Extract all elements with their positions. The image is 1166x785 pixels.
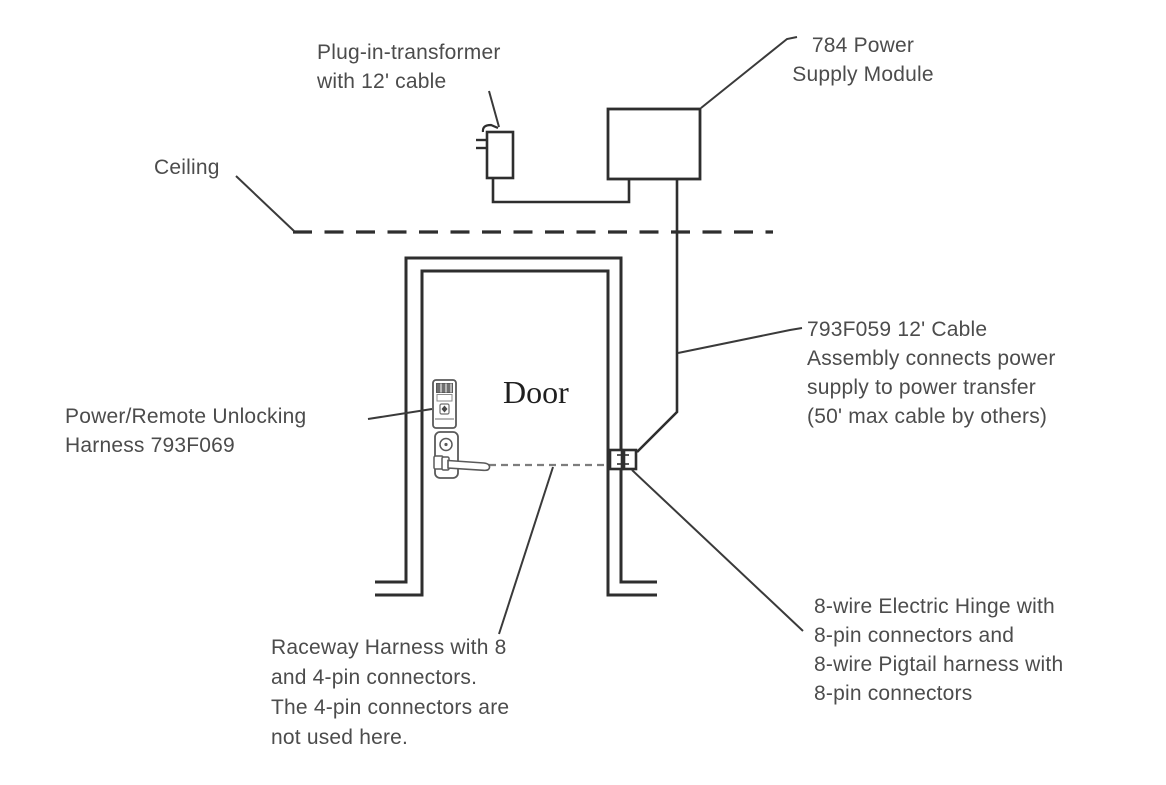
power-supply-module-shape [606,107,702,181]
reader-keypad-shape [432,379,457,429]
transformer-label: Plug-in-transformer with 12' cable [317,41,501,93]
door-frame-outer [375,256,657,584]
transformer-cable [491,178,631,204]
leader-transformer [488,90,500,128]
leader-electric-hinge [631,469,804,632]
ceiling-label: Ceiling [154,156,220,179]
lock-lever-shape [433,431,491,479]
leader-power-supply [700,36,798,109]
leader-raceway [498,466,554,635]
plug-in-transformer-shape [485,130,515,180]
electric-hinge-label: 8-wire Electric Hinge with 8-pin connect… [814,595,1064,705]
leader-unlocking-harness [367,408,433,420]
unlocking-harness-label: Power/Remote Unlocking Harness 793F069 [65,405,307,457]
leader-cable-assembly [677,327,803,354]
cable-assembly-label: 793F059 12' Cable Assembly connects powe… [807,318,1056,428]
door-label: Door [503,374,569,410]
door-frame-inner [375,269,657,597]
hinge-connector-left [608,448,624,471]
hinge-connector-right [622,448,638,471]
raceway-harness-label: Raceway Harness with 8 and 4-pin connect… [271,636,510,749]
transformer-hook [481,123,499,133]
leader-ceiling [235,175,295,232]
power-transfer-cable [636,179,679,453]
power-supply-label: 784 Power Supply Module [792,34,934,86]
